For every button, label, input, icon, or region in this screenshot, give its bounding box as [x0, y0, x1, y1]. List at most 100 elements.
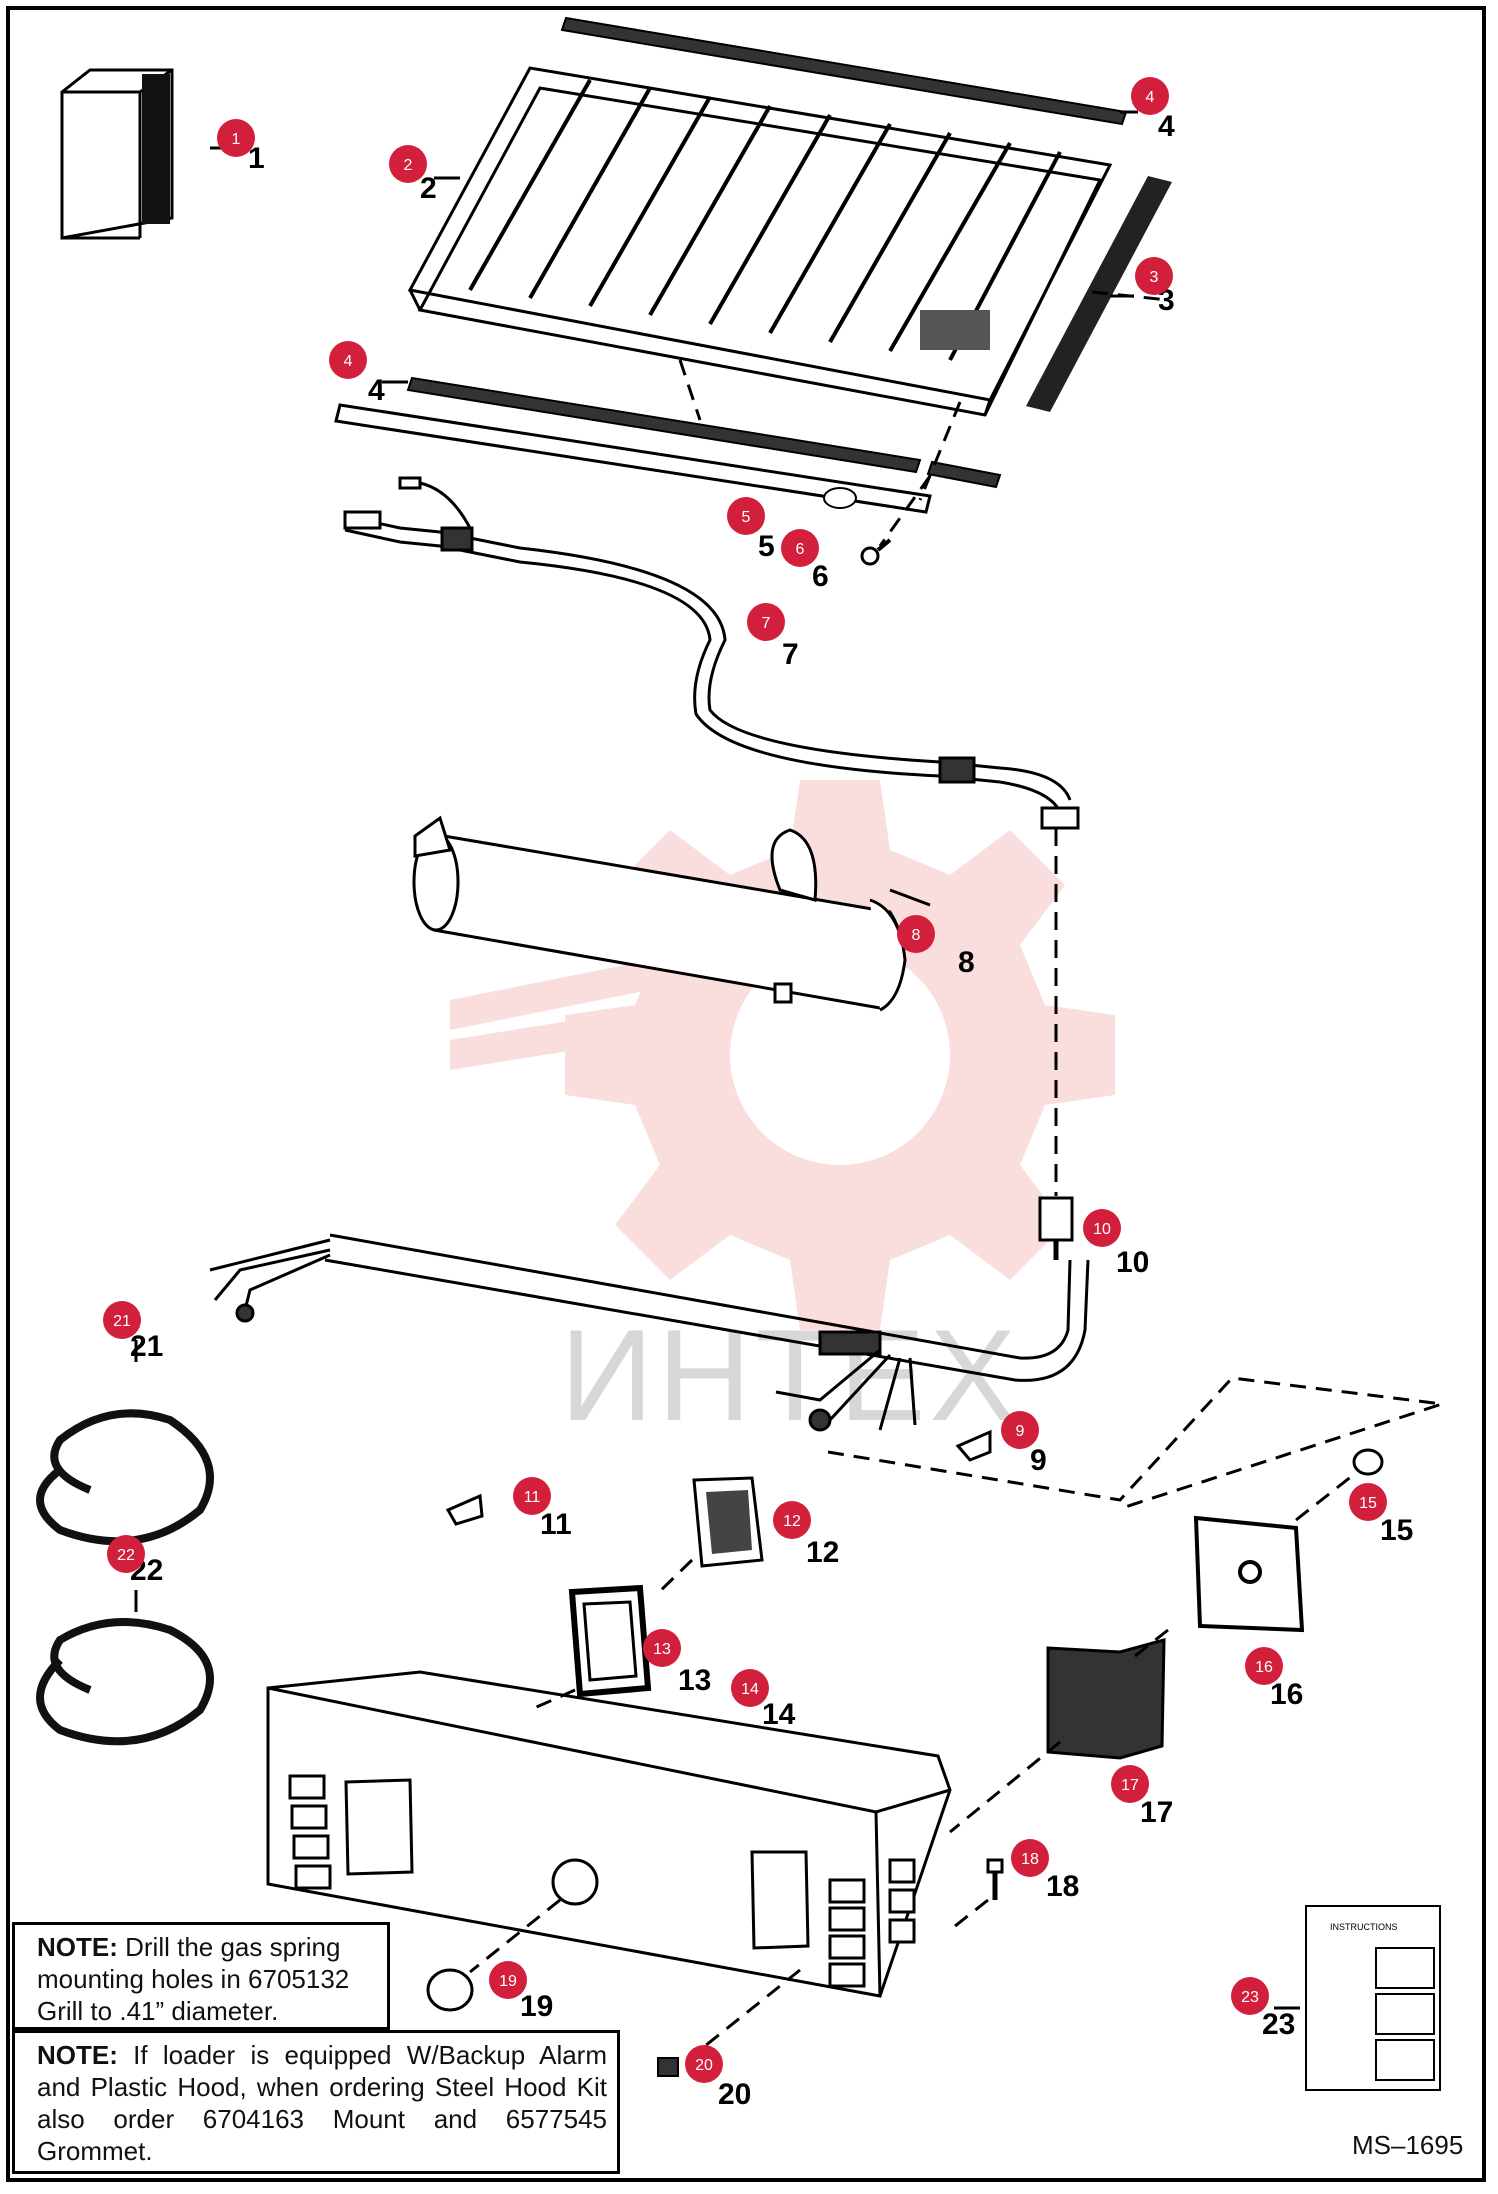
part-7-wire-harness: [343, 476, 1080, 830]
callout-text-14: 14: [741, 1681, 759, 1698]
part-11-clip: [445, 1493, 484, 1526]
part-6-screw: [860, 538, 892, 566]
dashed-group-outline: [827, 1376, 1443, 1510]
part-12-vent-cover: [692, 1476, 764, 1568]
callout-badge-22[interactable]: [107, 1535, 145, 1573]
part-number-label-6: 6: [812, 560, 829, 593]
part-16-mount-plate: [1193, 1515, 1305, 1633]
callout-badge-13[interactable]: [643, 1629, 681, 1667]
callout-text-8: 8: [912, 927, 921, 944]
callout-badge-8[interactable]: [897, 915, 935, 953]
part-4-seal-strip-bottom: [406, 376, 1002, 489]
callout-badge-23[interactable]: [1231, 1977, 1269, 2015]
callout-text-17: 17: [1121, 1777, 1139, 1794]
part-number-label-21: 21: [130, 1330, 163, 1363]
callout-text-7: 7: [762, 615, 771, 632]
callout-badge-4[interactable]: [1131, 77, 1169, 115]
note2-text: If loader is equipped W/Backup Alarm and…: [37, 2040, 607, 2166]
part-number-label-10: 10: [1116, 1246, 1149, 1279]
callout-badge-10[interactable]: [1083, 1209, 1121, 1247]
part-number-label-18: 18: [1046, 1870, 1079, 1903]
part-17-screen: [1046, 1638, 1166, 1760]
part-10-main-harness: [209, 1196, 1090, 1432]
part-number-label-12: 12: [806, 1536, 839, 1569]
part-number-label-9: 9: [1030, 1444, 1047, 1477]
part-number-label-4: 4: [1158, 110, 1175, 143]
part-4-seal-strip-top: [560, 16, 1128, 126]
callout-badge-14[interactable]: [731, 1669, 769, 1707]
part-19-plug: [426, 1968, 474, 2012]
callout-badge-5[interactable]: [727, 497, 765, 535]
note-drill-gas-spring: NOTE: Drill the gas spring mounting hole…: [12, 1922, 390, 2030]
callout-badge-20[interactable]: [685, 2045, 723, 2083]
part-15-grommet: [1352, 1448, 1384, 1476]
part-22-hose: [36, 1618, 214, 1746]
callout-badge-21[interactable]: [103, 1301, 141, 1339]
callout-badge-11[interactable]: [513, 1477, 551, 1515]
sheet-code: MS–1695: [1352, 2130, 1464, 2160]
part-number-label-1: 1: [248, 142, 265, 175]
part-number-label-20: 20: [718, 2078, 751, 2111]
part-number-label-14: 14: [762, 1698, 796, 1731]
part-number-label-17: 17: [1140, 1796, 1173, 1829]
callout-text-13: 13: [653, 1641, 671, 1658]
callout-text-11: 11: [524, 1489, 541, 1506]
note2-prefix: NOTE:: [37, 2040, 118, 2070]
callout-text-23: 23: [1241, 1989, 1259, 2006]
part-2-grill-frame: [407, 66, 1113, 417]
diagram-frame: [6, 6, 1486, 2182]
callout-badge-6[interactable]: [781, 529, 819, 567]
callout-text-1: 1: [232, 131, 241, 148]
callout-text-4: 4: [1146, 89, 1155, 106]
callout-text-21: 21: [113, 1313, 131, 1330]
note1-text: Drill the gas spring mounting holes in 6…: [37, 1932, 350, 2026]
callout-badge-7[interactable]: [747, 603, 785, 641]
part-number-label-23: 23: [1262, 2008, 1295, 2041]
callout-badge-19[interactable]: [489, 1961, 527, 1999]
instruction-sheet-title: INSTRUCTIONS: [1330, 1922, 1398, 1932]
part-number-label-7: 7: [782, 638, 799, 671]
part-number-label-16: 16: [1270, 1678, 1303, 1711]
part-number-label-13: 13: [678, 1664, 711, 1697]
part-14-rear-housing: [266, 1670, 952, 1998]
part-23-instruction-sheet: [1305, 1905, 1441, 2091]
part-18-bolt: [986, 1858, 1004, 1900]
part-number-label-19: 19: [520, 1990, 553, 2023]
callout-badge-17[interactable]: [1111, 1765, 1149, 1803]
callout-badge-2[interactable]: [389, 145, 427, 183]
part-5-support-bar: [334, 403, 932, 514]
callout-badge-15[interactable]: [1349, 1483, 1387, 1521]
callout-text-9: 9: [1016, 1423, 1025, 1440]
part-9-clip: [955, 1429, 992, 1462]
part-20-bolt: [657, 2057, 679, 2077]
dashed-leaders: [469, 290, 1353, 2060]
callout-badge-16[interactable]: [1245, 1647, 1283, 1685]
callout-badge-4-2[interactable]: [329, 341, 367, 379]
part-8-muffler: [412, 815, 931, 1012]
callout-badge-18[interactable]: [1011, 1839, 1049, 1877]
callout-text-18: 18: [1021, 1851, 1039, 1868]
callout-badge-3[interactable]: [1135, 257, 1173, 295]
part-number-label-15: 15: [1380, 1514, 1413, 1547]
part-number-label-8: 8: [958, 946, 975, 979]
callout-text-20: 20: [695, 2057, 713, 2074]
callout-text-16: 16: [1255, 1659, 1273, 1676]
callout-text-19: 19: [499, 1973, 517, 1990]
callout-text-10: 10: [1093, 1221, 1111, 1238]
part-number-label-5: 5: [758, 530, 775, 563]
callout-text-22: 22: [117, 1547, 135, 1564]
note1-prefix: NOTE:: [37, 1932, 118, 1962]
callout-text-6: 6: [796, 541, 805, 558]
callout-badge-12[interactable]: [773, 1501, 811, 1539]
callout-badge-1[interactable]: [217, 119, 255, 157]
part-13-gasket: [568, 1584, 652, 1698]
callout-text-3: 3: [1150, 269, 1159, 286]
part-number-label-4-2: 4: [368, 374, 385, 407]
callout-text-2: 2: [404, 157, 413, 174]
callout-badge-9[interactable]: [1001, 1411, 1039, 1449]
note-backup-alarm: NOTE: If loader is equipped W/Backup Ala…: [12, 2030, 620, 2174]
callout-text-12: 12: [783, 1513, 801, 1530]
callout-text-5: 5: [742, 509, 751, 526]
part-1-filter-block: [60, 68, 174, 240]
